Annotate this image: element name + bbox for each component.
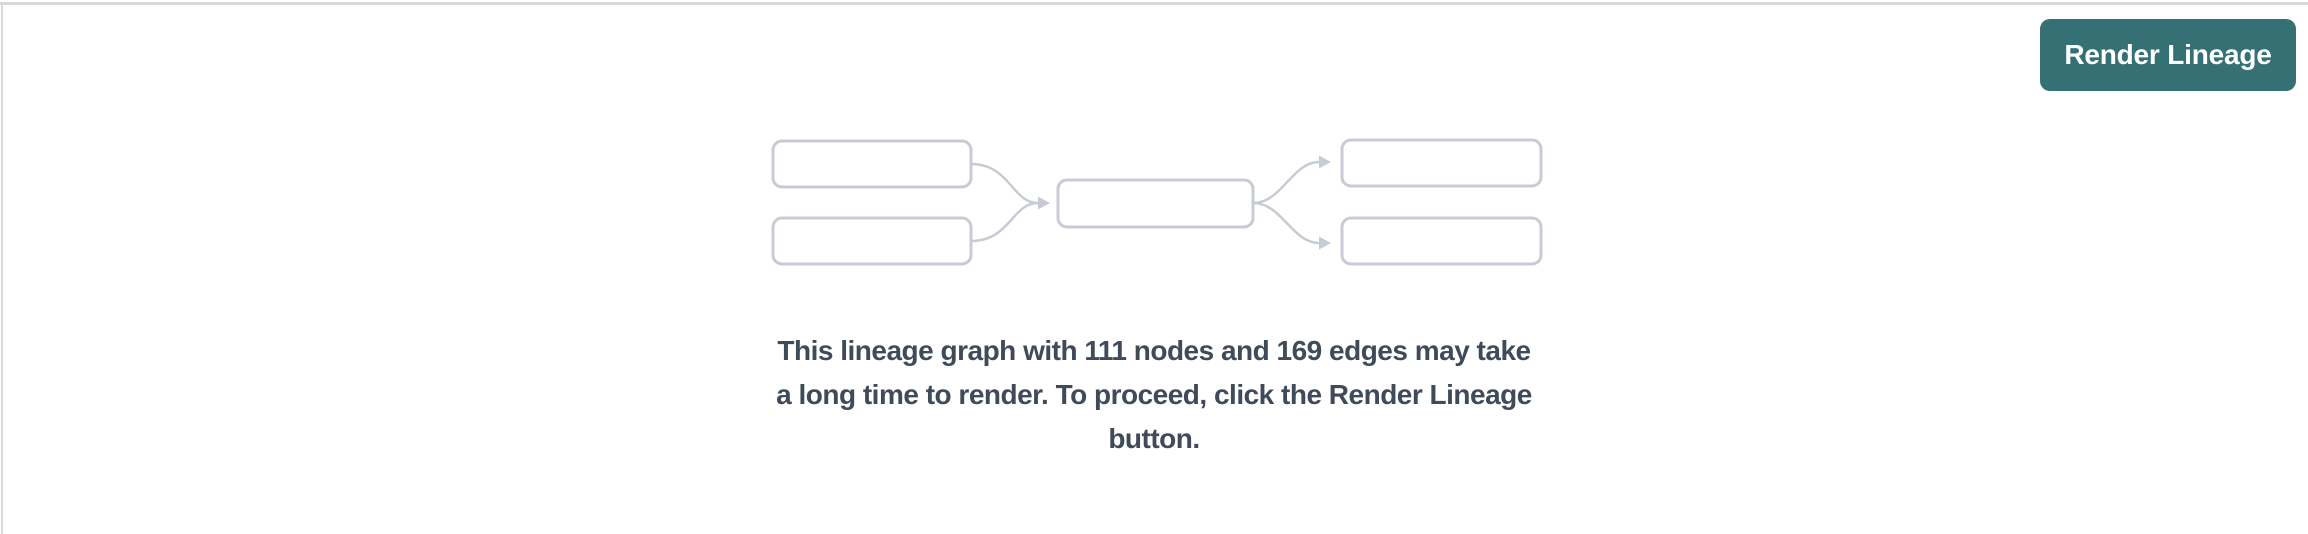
- arrowhead-icon: [1319, 236, 1331, 250]
- arrowhead-icon: [1319, 155, 1331, 169]
- graph-node-box: [1340, 216, 1543, 266]
- graph-node-box: [771, 216, 973, 266]
- graph-node-box: [1340, 138, 1543, 188]
- render-lineage-button[interactable]: Render Lineage: [2040, 19, 2296, 91]
- panel-left-border: [1, 2, 3, 534]
- graph-edge-path: [969, 162, 1040, 205]
- graph-edge-path: [969, 201, 1040, 243]
- message-line: This lineage graph with 111 nodes and 16…: [777, 335, 1531, 366]
- panel-top-border: [0, 2, 2308, 5]
- graph-edge-path: [1251, 201, 1321, 245]
- graph-node-box: [1056, 178, 1255, 229]
- graph-node-box: [771, 139, 973, 189]
- lineage-warning-message: This lineage graph with 111 nodes and 16…: [0, 329, 2308, 461]
- graph-edge-path: [1251, 160, 1321, 205]
- message-line: button.: [1108, 423, 1200, 454]
- lineage-graph-placeholder-icon: [771, 138, 1543, 266]
- message-line: a long time to render. To proceed, click…: [776, 379, 1532, 410]
- arrowhead-icon: [1038, 196, 1050, 210]
